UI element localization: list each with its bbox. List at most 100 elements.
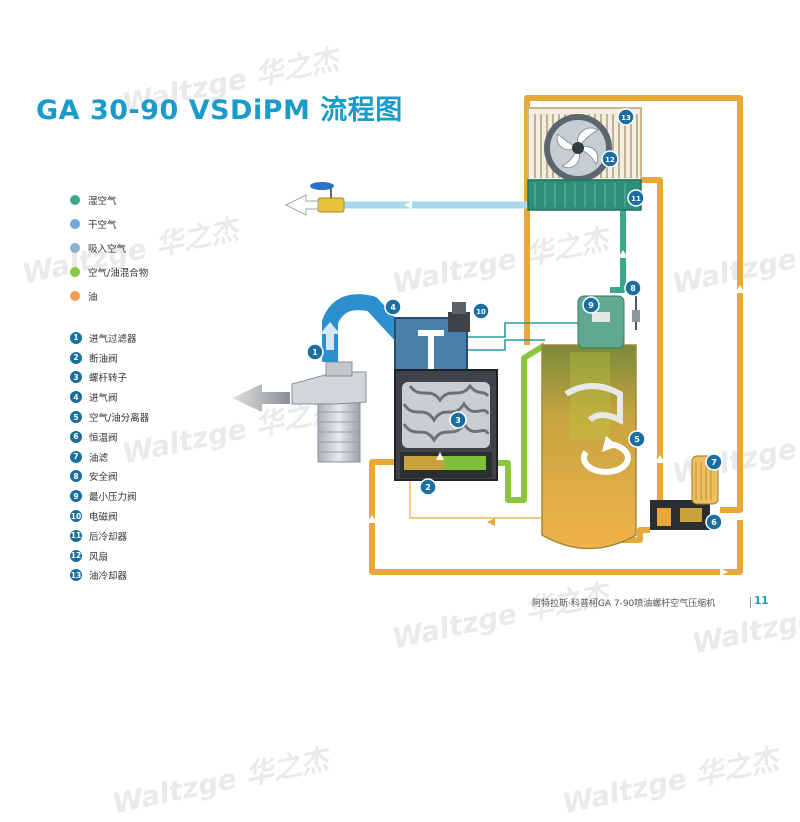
page-title: GA 30-90 VSDiPM 流程图 (36, 95, 403, 126)
number-badge: 13 (70, 569, 82, 582)
component-label: 螺杆转子 (89, 373, 128, 385)
callout-number: 3 (455, 416, 461, 425)
component-item: 2 断油阀 (70, 348, 149, 368)
outlet-arrow-icon (284, 194, 319, 216)
component-label: 进气过滤器 (89, 333, 137, 345)
callout-5: 5 (628, 430, 646, 448)
component-label: 安全阀 (89, 472, 118, 484)
component-label: 风扇 (89, 551, 109, 563)
number-badge: 8 (70, 470, 82, 483)
component-label: 最小压力阀 (89, 492, 137, 504)
callout-3: 3 (449, 411, 467, 429)
component-label: 电磁阀 (89, 512, 118, 524)
number-badge: 12 (70, 549, 82, 562)
legend-label: 油 (88, 292, 98, 303)
page-number: 11 (754, 595, 769, 607)
number-badge: 11 (70, 529, 82, 542)
flow-direction-arrow (487, 518, 495, 526)
callout-11: 11 (627, 189, 645, 207)
page-divider (750, 597, 751, 608)
control-lines (465, 322, 585, 351)
callout-2: 2 (419, 478, 437, 496)
legend-label: 干空气 (88, 220, 117, 231)
number-badge: 6 (70, 430, 82, 443)
legend-swatch (70, 267, 80, 277)
footer-caption: 阿特拉斯·科普柯GA 7-90喷油螺杆空气压缩机 (532, 599, 716, 609)
callout-number: 4 (390, 303, 396, 312)
callout-number: 9 (588, 301, 594, 310)
oil-drain-line (409, 480, 560, 519)
flow-legend: 湿空气 干空气 吸入空气 空气/油混合物 油 (70, 188, 148, 308)
callout-13: 13 (617, 108, 635, 126)
number-badge: 10 (70, 510, 82, 523)
component-item: 11 后冷却器 (70, 526, 149, 546)
component-item: 4 进气阀 (70, 387, 149, 407)
callout-number: 8 (630, 284, 636, 293)
component-label: 进气阀 (89, 393, 118, 405)
legend-item: 湿空气 (70, 188, 148, 212)
component-label: 空气/油分离器 (89, 413, 150, 425)
callout-number: 13 (621, 114, 631, 122)
callout-number: 11 (631, 195, 641, 203)
component-item: 3 螺杆转子 (70, 368, 149, 388)
callout-badges: 1 2 3 4 5 6 7 8 9 10 11 12 13 (306, 108, 723, 531)
legend-label: 吸入空气 (88, 244, 127, 255)
thermostatic-valve (650, 500, 710, 530)
legend-item: 油 (70, 284, 148, 308)
component-label: 恒温阀 (89, 432, 118, 444)
component-label: 油滤 (89, 452, 109, 464)
legend-swatch (70, 243, 80, 253)
callout-1: 1 (306, 343, 324, 361)
component-item: 8 安全阀 (70, 467, 149, 487)
legend-item: 空气/油混合物 (70, 260, 148, 284)
component-item: 12 风扇 (70, 546, 149, 566)
number-badge: 9 (70, 490, 82, 503)
mixture-line (490, 342, 547, 503)
callout-number: 5 (634, 435, 640, 444)
callout-9: 9 (582, 296, 600, 314)
compressor-element (394, 317, 498, 481)
component-label: 油冷却器 (89, 571, 128, 583)
fan (544, 114, 612, 182)
intake-arrow-icon (232, 384, 290, 412)
callout-number: 6 (711, 518, 717, 527)
legend-label: 湿空气 (88, 196, 117, 207)
compressor-flow-diagram: 1 2 3 4 5 6 7 8 9 10 11 12 13 (232, 95, 745, 576)
legend-swatch (70, 291, 80, 301)
component-item: 6 恒温阀 (70, 427, 149, 447)
component-label: 断油阀 (89, 353, 118, 365)
solenoid-valve (448, 302, 470, 332)
legend-label: 空气/油混合物 (88, 268, 149, 279)
number-badge: 3 (70, 371, 82, 384)
number-badge: 5 (70, 411, 82, 424)
component-item: 13 油冷却器 (70, 566, 149, 586)
callout-10: 10 (472, 302, 490, 320)
number-badge: 2 (70, 351, 82, 364)
oil-stop-valve (404, 452, 486, 470)
legend-item: 吸入空气 (70, 236, 148, 260)
callout-8: 8 (624, 279, 642, 297)
flow-arrow-icon (320, 322, 340, 350)
intake-filter (291, 361, 367, 463)
callout-number: 2 (425, 483, 431, 492)
callout-4: 4 (384, 298, 402, 316)
callout-12: 12 (601, 150, 619, 168)
number-badge: 1 (70, 331, 82, 344)
legend-item: 干空气 (70, 212, 148, 236)
callout-7: 7 (705, 453, 723, 471)
callout-number: 10 (476, 308, 486, 316)
component-item: 9 最小压力阀 (70, 486, 149, 506)
component-item: 1 进气过滤器 (70, 328, 149, 348)
legend-swatch (70, 195, 80, 205)
component-label: 后冷却器 (89, 531, 128, 543)
separator-tank (541, 344, 637, 550)
aftercooler (527, 179, 642, 211)
callout-number: 12 (605, 156, 615, 164)
callout-6: 6 (705, 513, 723, 531)
component-item: 10 电磁阀 (70, 506, 149, 526)
wet-air-circuit (340, 188, 626, 293)
number-badge: 4 (70, 391, 82, 404)
intake-pipe (322, 294, 411, 362)
